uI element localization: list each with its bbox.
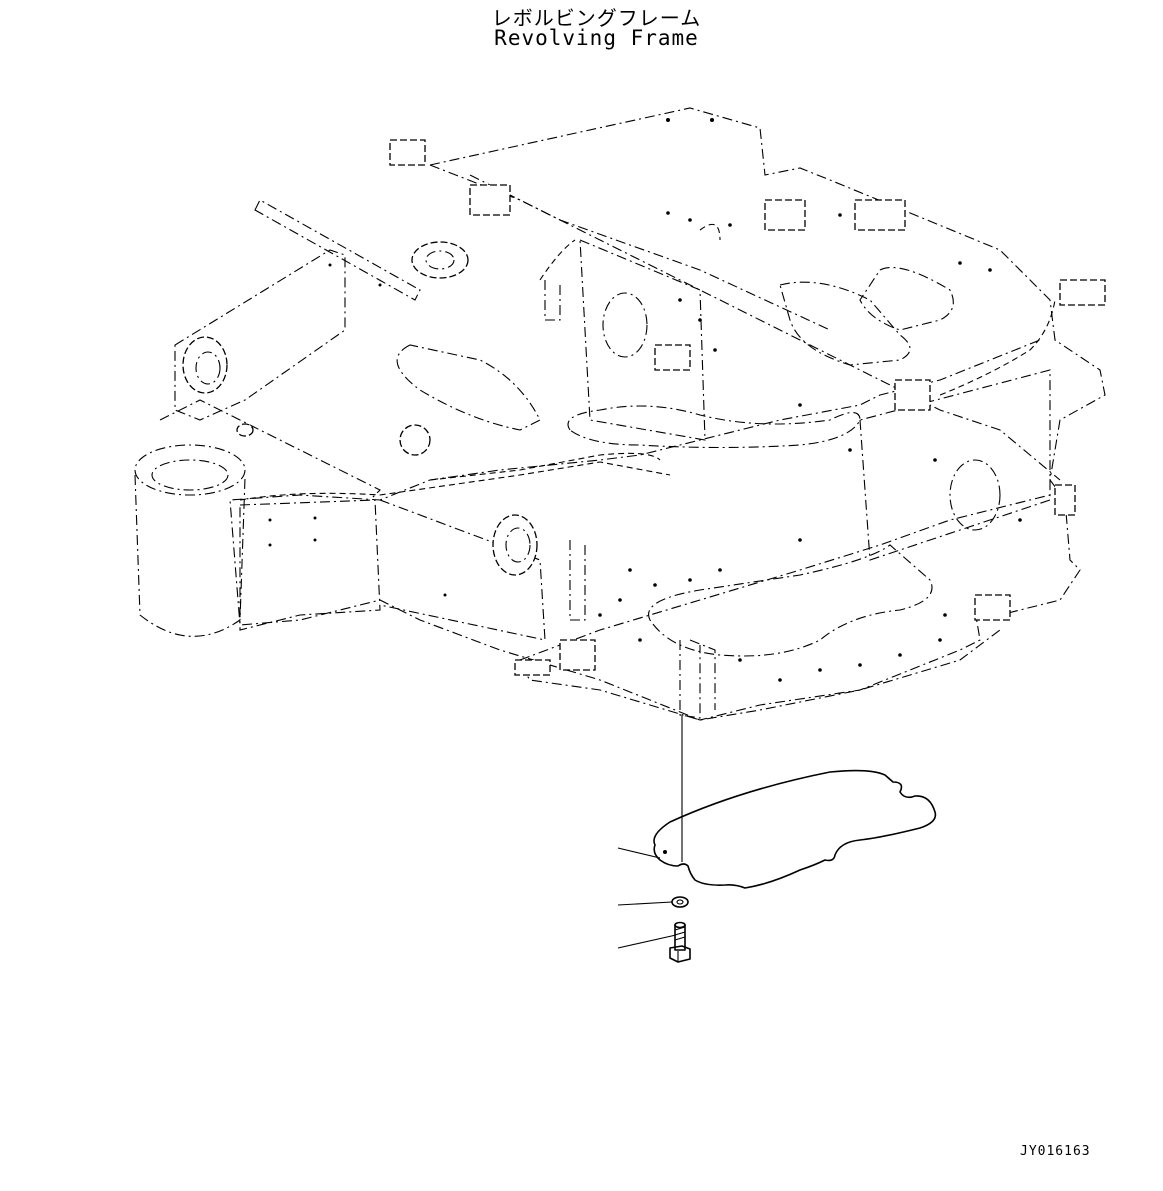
callout-line-bolt — [617, 934, 677, 949]
cover-plate — [653, 769, 937, 889]
washer — [671, 896, 689, 908]
revolving-frame — [134, 107, 1106, 721]
callout-line-washer — [617, 901, 673, 906]
callout-line-cover — [617, 847, 661, 859]
frame-holes — [268, 118, 1022, 682]
drawing-id: JY016163 — [1020, 1144, 1091, 1159]
cover-plate-hole — [663, 850, 667, 854]
title-english: Revolving Frame — [494, 26, 699, 50]
bolt — [669, 921, 691, 963]
title-japanese: レボルビングフレーム — [491, 6, 702, 30]
